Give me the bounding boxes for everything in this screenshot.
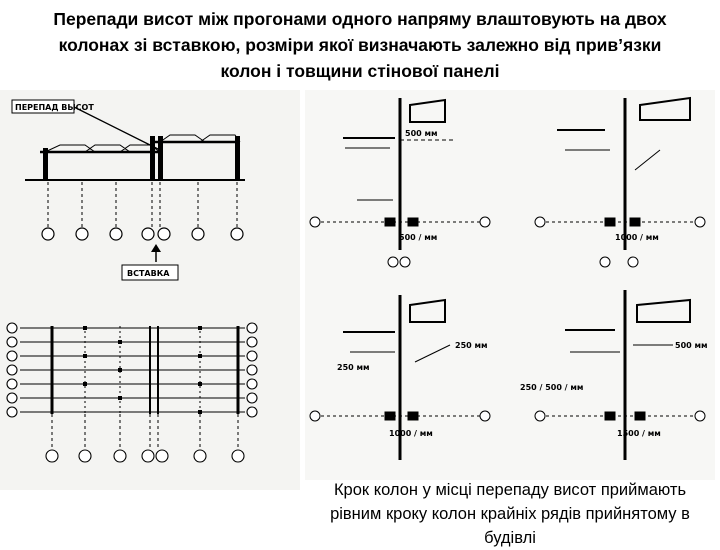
title-line: колон і товщини стінової панелі bbox=[220, 61, 500, 81]
detail-c-dim-left: 250 мм bbox=[337, 363, 370, 372]
detail-c-step: 1000 / мм bbox=[389, 429, 433, 438]
detail-d bbox=[534, 290, 706, 460]
detail-c bbox=[309, 295, 491, 460]
detail-a bbox=[309, 98, 491, 268]
detail-b-step: 1000 / мм bbox=[615, 233, 659, 242]
slide-title: Перепади висот між прогонами одного напр… bbox=[0, 6, 720, 84]
title-line: колонах зі вставкою, розміри якої визнач… bbox=[58, 35, 662, 55]
detail-d-dim-left: 250 / 500 / мм bbox=[520, 383, 583, 392]
left-figure: ПЕРЕПАД ВЫСОТ ВСТАВКА bbox=[0, 90, 300, 490]
detail-a-dim: 500 мм bbox=[405, 129, 438, 138]
right-details: 500 / мм 1000 / мм 250 мм 250 мм 1000 / … bbox=[305, 90, 715, 480]
title-line: Перепади висот між прогонами одного напр… bbox=[53, 9, 667, 29]
detail-d-step: 1500 / мм bbox=[617, 429, 661, 438]
label-drop: ПЕРЕПАД ВЫСОТ bbox=[15, 103, 94, 112]
detail-b bbox=[534, 96, 706, 268]
slide-caption: Крок колон у місці перепаду висот прийма… bbox=[300, 478, 720, 550]
detail-d-dim-right: 500 мм bbox=[675, 341, 708, 350]
caption-line: будівлі bbox=[484, 529, 536, 547]
detail-a-step: 500 / мм bbox=[399, 233, 437, 242]
caption-line: Крок колон у місці перепаду висот прийма… bbox=[333, 481, 687, 499]
detail-c-dim-right: 250 мм bbox=[455, 341, 488, 350]
caption-line: рівним кроку колон крайніх рядів прийнят… bbox=[330, 505, 690, 523]
label-insert: ВСТАВКА bbox=[127, 269, 170, 278]
